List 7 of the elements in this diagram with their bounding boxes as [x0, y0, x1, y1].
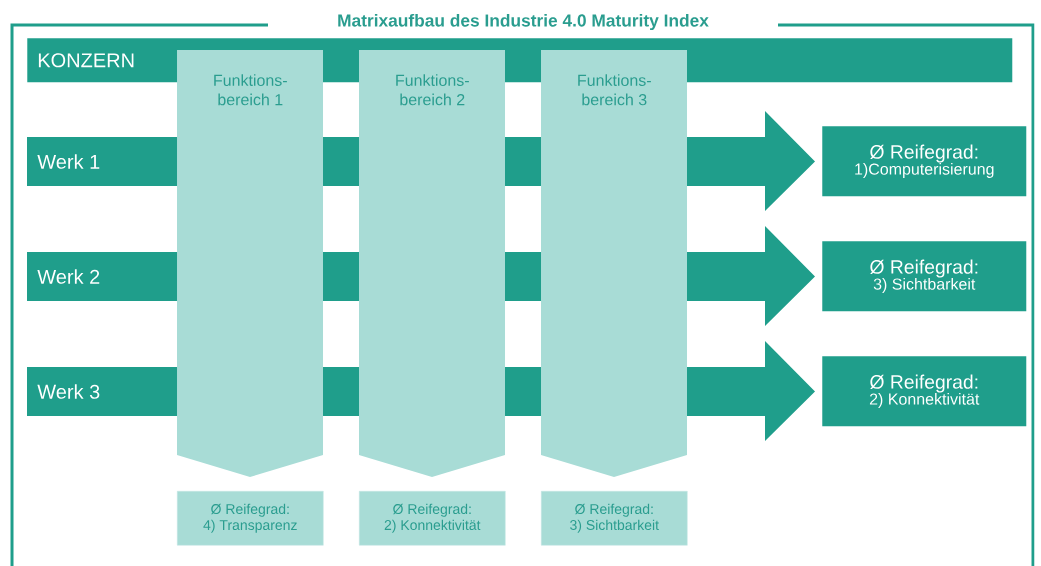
result-box: Ø Reifegrad: 3) Sichtbarkeit [822, 241, 1027, 312]
result-box: Ø Reifegrad: 3) Sichtbarkeit [541, 491, 688, 546]
result-box: Ø Reifegrad: 2) Konnektivität [359, 491, 506, 546]
result-box: Ø Reifegrad: 4) Transparenz [177, 491, 324, 546]
result-box: Ø Reifegrad: 2) Konnektivität [822, 356, 1027, 427]
result-box: Ø Reifegrad: 1)Computerisierung [822, 126, 1027, 197]
title: Matrixaufbau des Industrie 4.0 Maturity Index [338, 13, 709, 31]
